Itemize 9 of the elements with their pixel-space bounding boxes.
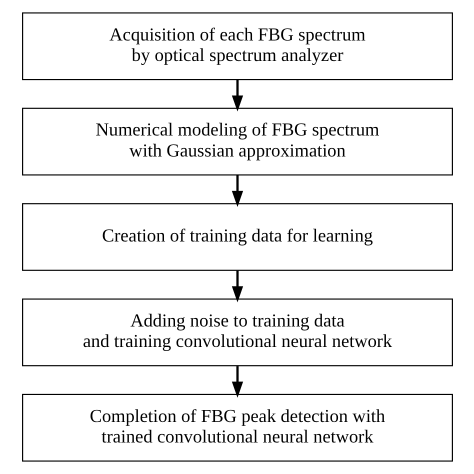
arrow [231, 366, 243, 398]
node-box: Adding noise to training data and training convolutional neural network [22, 298, 452, 366]
node-box: Creation of training data for learning [22, 203, 452, 271]
node-box: Completion of FBG peak detection with trained convolutional neural network [22, 394, 452, 462]
arrow [231, 80, 243, 112]
node-box: Numerical modeling of FBG spectrum with Gaussian approximation [22, 108, 452, 176]
arrow [231, 270, 243, 302]
node-box: Acquisition of each FBG spectrum by optical spectrum analyzer [22, 12, 452, 80]
arrow [231, 175, 243, 207]
